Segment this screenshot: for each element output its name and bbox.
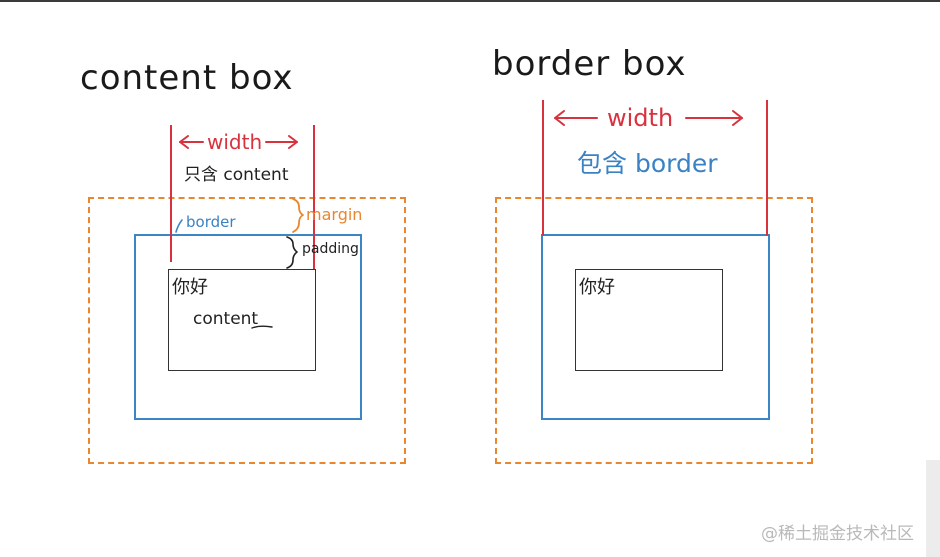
content-area [575, 269, 723, 371]
inner-text: 你好 [172, 277, 208, 298]
border-label: border [186, 213, 236, 231]
width-label: width [607, 104, 674, 132]
watermark: @稀土掘金技术社区 [761, 524, 914, 544]
width-label: width [207, 130, 263, 154]
content-box-title: content box [80, 58, 294, 98]
padding-label: padding [302, 241, 359, 257]
border-pointer [175, 219, 183, 233]
margin-area [88, 197, 406, 464]
width-note: 包含 border [577, 149, 718, 178]
width-note: 只含 content [184, 165, 289, 185]
width-left-line [542, 100, 544, 236]
margin-brace [292, 198, 304, 233]
width-right-line [766, 100, 768, 236]
width-left-line [170, 125, 172, 262]
left-width-arrow [179, 135, 298, 149]
edge-shadow [926, 460, 940, 557]
border-box-title: border box [492, 44, 687, 84]
inner-text: 你好 [579, 277, 615, 298]
width-right-line [313, 125, 315, 269]
border-area [134, 234, 362, 420]
content-area [168, 269, 316, 371]
content-label: content [193, 309, 259, 329]
top-border-line [0, 0, 940, 2]
content-flourish [251, 325, 273, 329]
padding-brace [286, 236, 298, 269]
right-width-arrow [554, 110, 743, 126]
margin-label: margin [306, 205, 363, 224]
border-area [541, 234, 770, 420]
margin-area [495, 197, 813, 464]
